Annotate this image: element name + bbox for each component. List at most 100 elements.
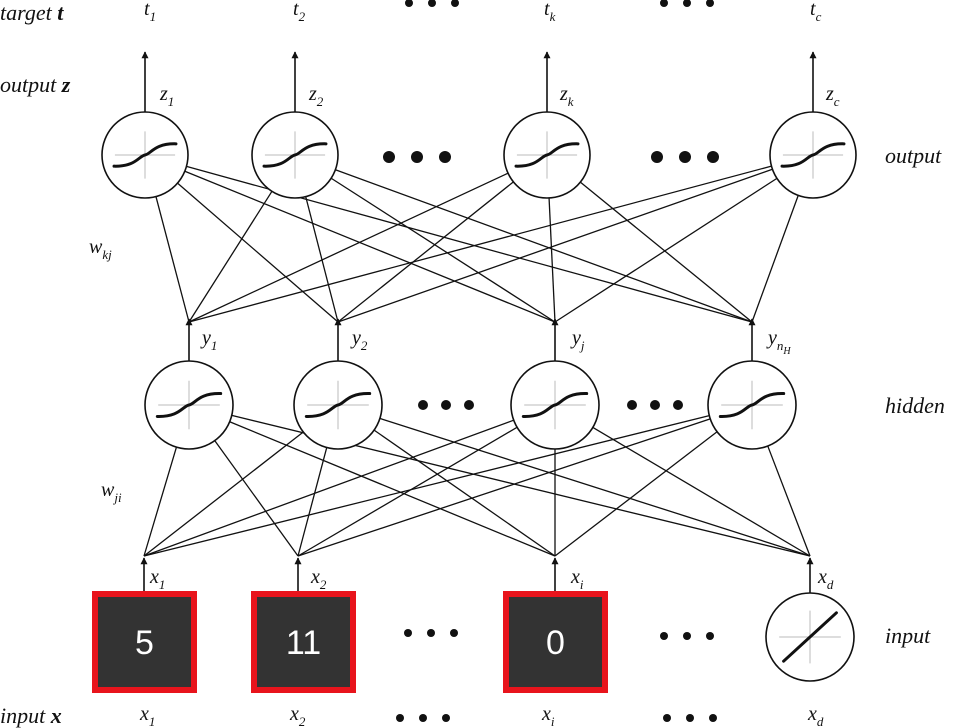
ellipsis-dot [707, 151, 719, 163]
ellipsis-dot [660, 0, 668, 7]
connection-line [554, 431, 718, 557]
ellipsis-output-row [383, 151, 451, 163]
ellipsis-dot [439, 151, 451, 163]
ellipsis-dot [650, 400, 660, 410]
sigmoid-curve-icon [521, 392, 589, 418]
ellipsis-dot [418, 400, 428, 410]
sigmoid-curve-icon [304, 392, 372, 418]
sigmoid-curve-icon [514, 142, 580, 168]
output-row-label: output z [0, 72, 71, 97]
ellipsis-dot [383, 151, 395, 163]
ellipsis-target-row [405, 0, 459, 7]
target-labels: t1 t2 tk tc [144, 0, 822, 24]
input-labels: x1 x2 xi xd [139, 703, 824, 728]
ellipsis-input-row [660, 632, 714, 640]
connection-line [592, 426, 811, 557]
ellipsis-dot [441, 400, 451, 410]
signal-arrows [140, 51, 817, 593]
target-label: tc [810, 0, 822, 24]
connection-line [143, 431, 304, 557]
input-label: xi [541, 703, 555, 728]
target-label: t2 [293, 0, 306, 24]
ellipsis-dot [627, 400, 637, 410]
connection-line [335, 169, 753, 323]
linear-curve-icon [782, 611, 838, 663]
ellipsis-hidden-row [627, 400, 683, 410]
ellipsis-output-row [651, 151, 719, 163]
ellipsis-dot [464, 400, 474, 410]
weight-label-ji: wji [101, 479, 122, 505]
connection-line [184, 170, 556, 323]
target-label: t1 [144, 0, 156, 24]
input-box [503, 591, 608, 693]
ellipsis-dot [709, 714, 717, 722]
hidden-output-label: y1 [200, 327, 217, 353]
sigmoid-curve-icon [155, 392, 223, 418]
connection-line [229, 421, 556, 557]
input-row-label: input x [0, 703, 62, 728]
output-value-label: zk [559, 83, 574, 109]
sigmoid-curve-icon [718, 392, 786, 418]
hidden-output-label: yj [570, 327, 585, 353]
target-label: tk [544, 0, 556, 24]
ellipsis-dot [427, 629, 435, 637]
output-value-labels: z1 z2 zk zc [159, 83, 840, 109]
ellipsis-dot [679, 151, 691, 163]
ellipsis-dots [383, 0, 719, 722]
output-neuron [769, 111, 857, 199]
connection-line [188, 172, 509, 323]
ellipsis-dot [663, 714, 671, 722]
ellipsis-dot [404, 629, 412, 637]
ellipsis-dot [419, 714, 427, 722]
ellipsis-dot [411, 151, 423, 163]
ellipsis-input-row [404, 629, 458, 637]
input-layer-label: input [885, 623, 931, 648]
input-box-value: 0 [546, 624, 565, 662]
input-arrow-label: x2 [310, 566, 327, 592]
connection-line [579, 181, 753, 323]
hidden-output-label: ynH [766, 327, 791, 357]
ellipsis-bottom-row [663, 714, 717, 722]
hidden-neuron [510, 360, 600, 450]
connection-line [143, 446, 178, 557]
ellipsis-dot [450, 629, 458, 637]
connection-line [297, 418, 711, 557]
connection-line [188, 190, 273, 323]
hidden-output-label: y2 [350, 327, 368, 353]
output-hidden-connections [155, 165, 799, 323]
input-arrow-label: xd [817, 566, 834, 592]
ellipsis-dot [660, 632, 668, 640]
ellipsis-bottom-row [396, 714, 450, 722]
sigmoid-curve-icon [262, 142, 328, 168]
connection-line [548, 197, 556, 323]
hidden-neuron [293, 360, 383, 450]
ellipsis-dot [428, 0, 436, 7]
hidden-input-connections [143, 414, 811, 557]
input-arrow-label: xi [570, 566, 584, 592]
ellipsis-target-row [660, 0, 714, 7]
input-neuron-linear [765, 592, 855, 682]
output-neuron [101, 111, 189, 199]
ellipsis-dot [686, 714, 694, 722]
connection-line [143, 414, 710, 557]
connection-line [554, 177, 778, 323]
connection-line [155, 196, 190, 323]
output-value-label: z2 [308, 83, 324, 109]
input-label: xd [807, 703, 824, 728]
ellipsis-dot [683, 632, 691, 640]
hidden-layer-label: hidden [885, 393, 945, 418]
connection-line [337, 181, 514, 323]
connection-line [143, 419, 514, 557]
connection-line [177, 182, 339, 323]
ellipsis-hidden-row [418, 400, 474, 410]
ellipsis-dot [651, 151, 663, 163]
connection-line [379, 417, 811, 557]
input-boxes: 5 11 0 [92, 591, 608, 693]
input-box [251, 591, 356, 693]
connection-line [751, 195, 799, 323]
input-box [92, 591, 197, 693]
neuron-nodes [101, 111, 857, 682]
output-layer-label: output [885, 143, 942, 168]
